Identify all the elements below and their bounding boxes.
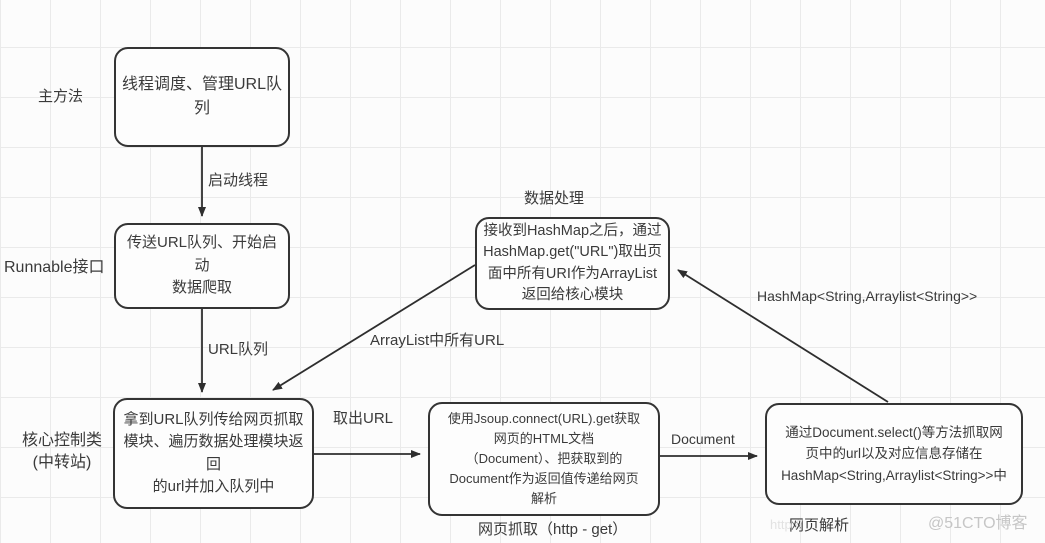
row-label-main-method: 主方法 bbox=[38, 88, 84, 105]
edge-label-document: Document bbox=[671, 431, 735, 447]
node-thread-scheduler: 线程调度、管理URL队列 bbox=[114, 47, 290, 147]
edge-label-hashmap-type: HashMap<String,Arraylist<String>> bbox=[757, 288, 978, 304]
node-web-parse-document: 通过Document.select()等方法抓取网 页中的url以及对应信息存储… bbox=[765, 403, 1023, 505]
watermark-51cto-badge: @51CTO博客 bbox=[928, 515, 1028, 532]
row-label-core-control-class: 核心控制类 (中转站) bbox=[22, 432, 103, 471]
edge-label-start-thread: 启动线程 bbox=[208, 172, 269, 189]
edge-label-take-url: 取出URL bbox=[333, 410, 394, 427]
node-runnable-crawler: 传送URL队列、开始启动 数据爬取 bbox=[114, 223, 290, 309]
row-label-runnable-interface: Runnable接口 bbox=[4, 259, 105, 276]
caption-web-fetch: 网页抓取（http - get） bbox=[478, 521, 628, 538]
edge-label-url-queue: URL队列 bbox=[208, 341, 269, 358]
node-web-fetch-jsoup: 使用Jsoup.connect(URL).get获取 网页的HTML文档 （Do… bbox=[428, 402, 660, 516]
section-label-data-processing: 数据处理 bbox=[524, 190, 585, 207]
node-data-processing: 接收到HashMap之后，通过 HashMap.get("URL")取出页 面中… bbox=[475, 217, 670, 310]
watermark-url-fragment: http:// bbox=[770, 517, 803, 532]
edge-process-to-core-arrow bbox=[272, 264, 476, 391]
caption-web-parse: 网页解析 bbox=[789, 517, 850, 534]
node-core-controller: 拿到URL队列传给网页抓取 模块、遍历数据处理模块返回 的url并加入队列中 bbox=[113, 398, 314, 509]
edge-label-arraylist-urls: ArrayList中所有URL bbox=[370, 332, 505, 349]
